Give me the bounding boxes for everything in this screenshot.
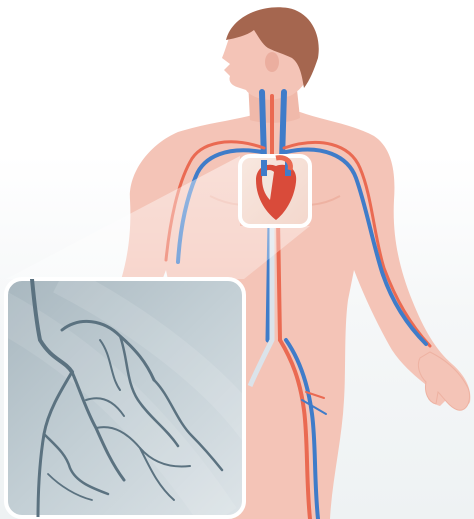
heart-zoom-frame	[240, 156, 310, 226]
angiogram-inset	[0, 279, 260, 519]
ear	[265, 52, 279, 72]
